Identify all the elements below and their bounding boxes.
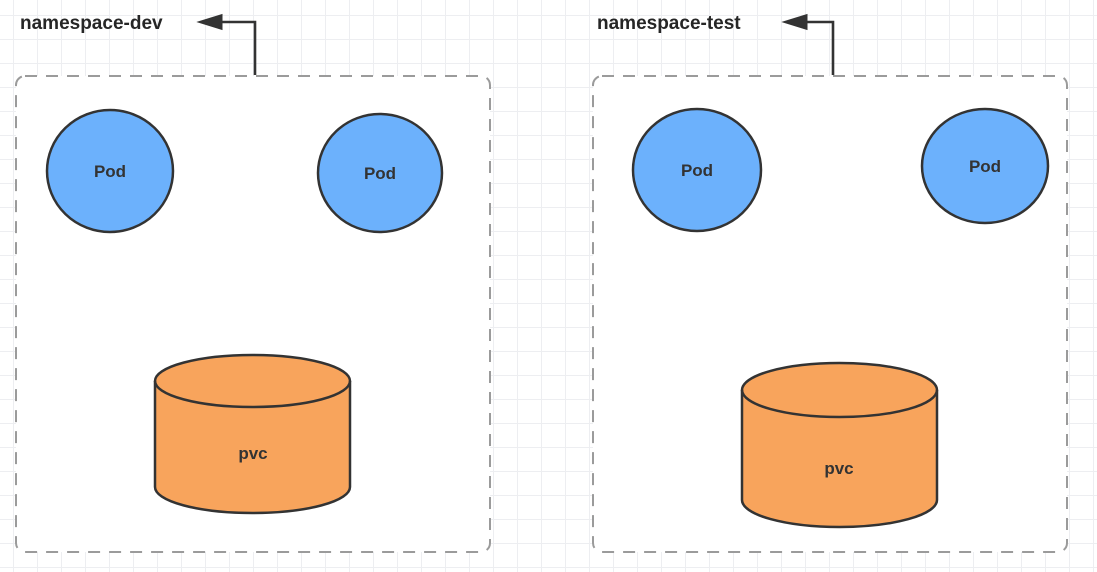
pvc-body: [153, 353, 352, 515]
pod-label: Pod: [94, 162, 126, 181]
pvc-cylinder[interactable]: pvc: [740, 361, 939, 529]
pod-shape[interactable]: [631, 107, 763, 233]
pod-label: Pod: [681, 161, 713, 180]
pvc-label: pvc: [238, 444, 267, 463]
namespace-dev-arrow[interactable]: [196, 13, 257, 76]
pod-shape[interactable]: [920, 107, 1050, 225]
namespace-dev-group: namespace-dev Pod Pod pvc: [15, 13, 491, 553]
namespace-test-group: namespace-test Pod Pod pvc: [592, 13, 1068, 553]
pvc-cylinder[interactable]: pvc: [153, 353, 352, 515]
pvc-label: pvc: [824, 459, 853, 478]
namespace-test-arrow[interactable]: [781, 13, 835, 76]
pod-label: Pod: [364, 164, 396, 183]
namespace-dev-label[interactable]: namespace-dev: [20, 13, 163, 34]
pod-shape[interactable]: [316, 112, 444, 234]
pod-label: Pod: [969, 157, 1001, 176]
arrowhead-left-icon: [196, 13, 223, 31]
pvc-body: [740, 361, 939, 529]
arrowhead-right-icon: [781, 13, 808, 31]
namespace-test-label[interactable]: namespace-test: [597, 13, 741, 34]
pod-shape[interactable]: [45, 108, 175, 234]
pvc-top-rim: [153, 380, 352, 409]
arrow-line: [804, 20, 835, 75]
pvc-top-rim: [740, 389, 939, 419]
arrow-line: [219, 20, 257, 75]
